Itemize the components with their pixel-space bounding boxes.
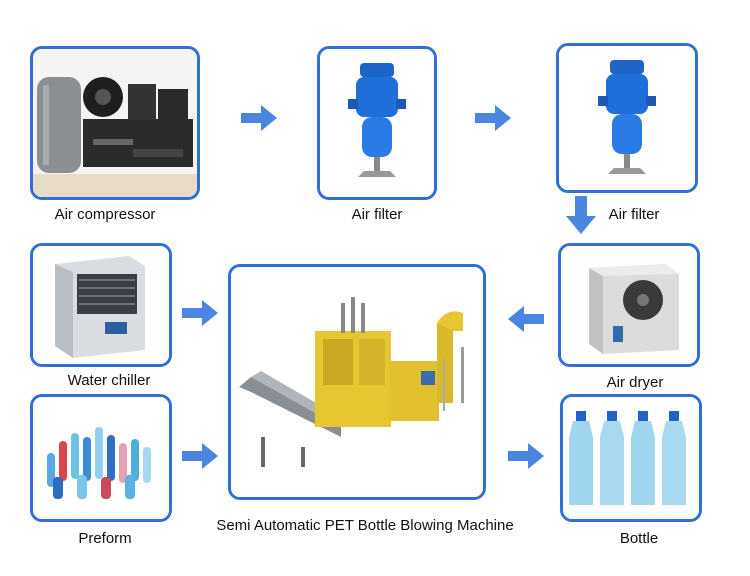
air-compressor-image	[33, 49, 197, 197]
arrow-filter1-to-filter2	[475, 105, 511, 131]
preform-image	[33, 397, 169, 519]
air-filter-2-image	[559, 46, 695, 190]
arrow-dryer-to-machine	[508, 306, 544, 332]
air-dryer-box	[558, 243, 700, 367]
bottle-label: Bottle	[619, 530, 659, 547]
arrow-preform-to-machine	[182, 443, 218, 469]
preform-box	[30, 394, 172, 522]
arrow-chiller-to-machine	[182, 300, 218, 326]
air-filter-1-label: Air filter	[351, 206, 403, 223]
air-filter-2-box	[556, 43, 698, 193]
bottle-box	[560, 394, 702, 522]
water-chiller-box	[30, 243, 172, 367]
water-chiller-label: Water chiller	[67, 372, 151, 389]
bottle-image	[563, 397, 699, 519]
water-chiller-image	[33, 246, 169, 364]
air-filter-1-image	[320, 49, 434, 197]
arrow-filter2-to-dryer	[566, 196, 596, 234]
air-dryer-image	[561, 246, 697, 364]
arrow-machine-to-bottle	[508, 443, 544, 469]
preform-label: Preform	[78, 530, 132, 547]
machine-label: Semi Automatic PET Bottle Blowing Machin…	[216, 517, 514, 534]
air-compressor-label: Air compressor	[54, 206, 156, 223]
air-dryer-label: Air dryer	[606, 374, 664, 391]
machine-box	[228, 264, 486, 500]
air-compressor-box	[30, 46, 200, 200]
machine-image	[231, 267, 483, 497]
air-filter-1-box	[317, 46, 437, 200]
arrow-compressor-to-filter1	[241, 105, 277, 131]
air-filter-2-label: Air filter	[608, 206, 660, 223]
